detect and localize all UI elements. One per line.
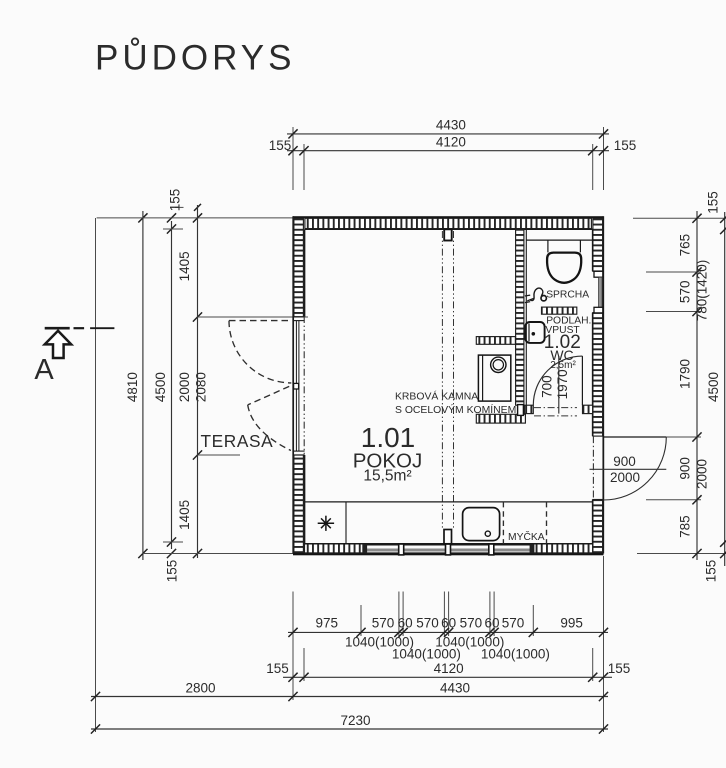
- svg-text:PODLAH.: PODLAH.: [546, 315, 591, 326]
- svg-text:2080: 2080: [193, 372, 208, 402]
- svg-text:WC: WC: [550, 347, 573, 363]
- svg-text:155: 155: [614, 138, 637, 153]
- svg-text:4500: 4500: [153, 372, 168, 402]
- svg-text:570: 570: [678, 281, 693, 304]
- svg-text:1405: 1405: [177, 251, 192, 281]
- svg-text:PŮDORYS: PŮDORYS: [95, 38, 295, 78]
- svg-text:TERASA: TERASA: [201, 431, 274, 451]
- svg-text:4430: 4430: [440, 681, 470, 696]
- svg-text:7230: 7230: [340, 713, 370, 728]
- svg-text:995: 995: [560, 616, 583, 631]
- svg-text:975: 975: [316, 616, 339, 631]
- svg-text:155: 155: [269, 138, 292, 153]
- svg-text:4810: 4810: [125, 372, 140, 402]
- svg-text:900: 900: [678, 457, 693, 480]
- svg-text:570: 570: [460, 616, 483, 631]
- svg-text:60: 60: [484, 616, 499, 631]
- svg-text:2000: 2000: [177, 372, 192, 402]
- svg-text:SPRCHA: SPRCHA: [546, 290, 589, 301]
- svg-text:4430: 4430: [436, 118, 466, 133]
- svg-text:1405: 1405: [177, 500, 192, 530]
- svg-text:60: 60: [398, 616, 413, 631]
- svg-text:1040(1000): 1040(1000): [345, 634, 414, 649]
- svg-text:155: 155: [704, 560, 719, 583]
- svg-text:1040(1000): 1040(1000): [481, 646, 550, 661]
- svg-text:1970: 1970: [555, 369, 570, 399]
- svg-text:2800: 2800: [185, 681, 215, 696]
- svg-text:4120: 4120: [436, 134, 466, 149]
- svg-text:570: 570: [502, 616, 525, 631]
- svg-text:4120: 4120: [434, 661, 464, 676]
- svg-text:S OCELOVÝM KOMÍNEM: S OCELOVÝM KOMÍNEM: [395, 403, 516, 416]
- svg-text:570: 570: [372, 616, 395, 631]
- svg-text:2,5m²: 2,5m²: [550, 360, 576, 371]
- svg-text:155: 155: [608, 661, 631, 676]
- svg-text:4500: 4500: [706, 372, 721, 402]
- svg-text:155: 155: [165, 560, 180, 583]
- svg-text:900: 900: [613, 454, 636, 469]
- svg-text:1.02: 1.02: [544, 332, 581, 353]
- svg-text:15,5m²: 15,5m²: [363, 468, 411, 485]
- svg-text:MYČKA: MYČKA: [508, 530, 545, 543]
- svg-text:A: A: [34, 354, 54, 386]
- svg-text:2000: 2000: [610, 470, 640, 485]
- svg-text:700: 700: [539, 375, 554, 398]
- svg-text:60: 60: [441, 616, 456, 631]
- svg-text:780(1420): 780(1420): [695, 260, 710, 322]
- svg-text:1040(1000): 1040(1000): [435, 634, 504, 649]
- svg-text:1.01: 1.01: [361, 422, 416, 453]
- svg-text:785: 785: [678, 515, 693, 538]
- svg-text:155: 155: [266, 661, 289, 676]
- svg-text:POKOJ: POKOJ: [353, 450, 423, 473]
- svg-text:2000: 2000: [695, 459, 710, 489]
- svg-text:570: 570: [416, 616, 439, 631]
- svg-text:155: 155: [706, 191, 721, 214]
- svg-text:765: 765: [678, 234, 693, 257]
- svg-text:KRBOVÁ KAMNA: KRBOVÁ KAMNA: [395, 390, 478, 403]
- svg-text:1790: 1790: [678, 359, 693, 389]
- svg-text:VPUST: VPUST: [545, 325, 580, 336]
- svg-text:1040(1000): 1040(1000): [392, 646, 461, 661]
- svg-text:155: 155: [167, 189, 182, 212]
